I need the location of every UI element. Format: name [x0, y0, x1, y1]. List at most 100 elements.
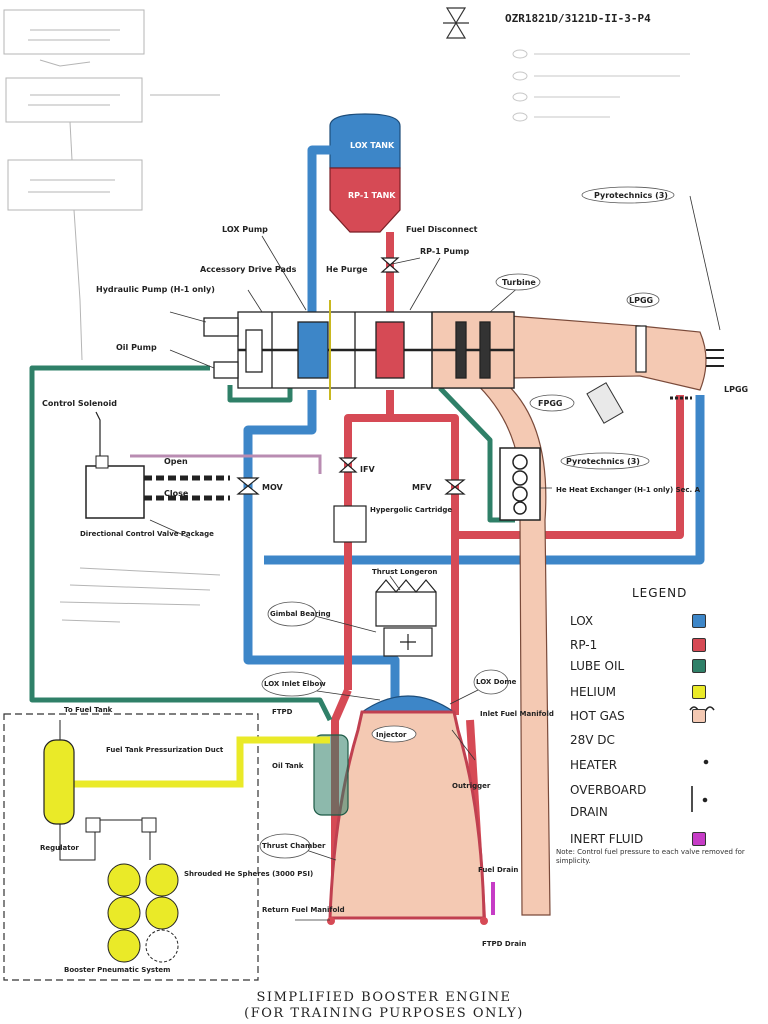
fuel-disconnect-label: Fuel Disconnect [406, 225, 478, 234]
fpgg-oval [529, 394, 575, 412]
ifv-label: IFV [360, 465, 375, 474]
fuel-tank-duct-label: Fuel Tank Pressurization Duct [106, 746, 224, 754]
he-heat-label: He Heat Exchanger (H-1 only) Sec. A [556, 486, 701, 494]
lox-inlet-label: LOX Inlet Elbow [264, 680, 326, 688]
legend-label: RP-1 [570, 638, 598, 652]
mov-valve [236, 477, 260, 495]
hypergolic-cartridge [333, 505, 367, 543]
outrigger-label: Outrigger [452, 782, 491, 790]
caption-title: SIMPLIFIED BOOSTER ENGINE [256, 990, 512, 1005]
lpgg-label: LPGG [629, 296, 653, 305]
hydraulic-label: Hydraulic Pump (H-1 only) [96, 285, 215, 294]
mov-label: MOV [262, 483, 284, 492]
legend-item: LUBE OIL [570, 657, 720, 679]
control-valve-package [85, 411, 322, 519]
open-label: Open [164, 457, 188, 466]
turbopump-assembly [203, 311, 515, 389]
propellant-tank [329, 113, 401, 233]
fpgg-label: FPGG [538, 399, 562, 408]
legend-swatch [692, 709, 706, 723]
legend-label: LUBE OIL [570, 659, 625, 673]
legend-item: OVERBOARD [570, 781, 720, 803]
lox-lines [243, 145, 705, 700]
legend-label: HOT GAS [570, 709, 625, 723]
pencil-legend [512, 49, 690, 122]
lpgg2-label: LPGG [724, 385, 748, 394]
directional-label: Directional Control Valve Package [80, 530, 214, 538]
lpgg-unit [635, 325, 724, 400]
pyro-c-oval [560, 452, 650, 470]
pencil-notes [3, 9, 221, 623]
legend-swatch [692, 832, 706, 846]
legend-item: HOT GAS [570, 707, 720, 729]
legend-label: DRAIN [570, 805, 608, 819]
inlet-fuel-label: Inlet Fuel Manifold [480, 710, 554, 718]
legend-item: DRAIN [570, 803, 720, 825]
booster-pneumatic-label: Booster Pneumatic System [64, 966, 170, 974]
pyro-c-label: Pyrotechnics (3) [566, 457, 640, 466]
accessory-label: Accessory Drive Pads [200, 265, 297, 274]
oil-tank [313, 734, 349, 816]
gimbal-oval [267, 601, 317, 627]
rp1-pump-label: RP-1 Pump [420, 247, 469, 256]
legend-label: 28V DC [570, 733, 615, 747]
lox-tank-label: LOX TANK [350, 141, 395, 150]
legend-label: HEATER [570, 758, 618, 772]
legend-label: LOX [570, 614, 594, 628]
rp1-tank-label: RP-1 TANK [348, 191, 396, 200]
legend-swatch [692, 685, 706, 699]
turbine-label: Turbine [502, 278, 536, 287]
oil-tank-label: Oil Tank [272, 762, 304, 770]
thrust-longeron-label: Thrust Longeron [372, 568, 437, 576]
thrust-chamber-oval [259, 833, 311, 859]
legend-swatch [692, 659, 706, 673]
shrouded-label: Shrouded He Spheres (3000 PSI) [184, 870, 313, 878]
turbine-oval [495, 273, 541, 291]
oil-pump-label: Oil Pump [116, 343, 157, 352]
he-heat-exchanger [499, 447, 541, 521]
injector-oval [371, 725, 417, 743]
lox-pump-label: LOX Pump [222, 225, 268, 234]
legend-swatch [692, 638, 706, 652]
fuel-disconnect-valve [380, 257, 400, 273]
gimbal-label: Gimbal Bearing [270, 610, 331, 618]
legend-label: HELIUM [570, 685, 616, 699]
close-label: Close [164, 489, 189, 498]
legend-label: OVERBOARD [570, 783, 647, 797]
pyro3-label: Pyrotechnics (3) [594, 191, 668, 200]
hourglass-emblem [443, 7, 469, 39]
legend-note: Note: Control fuel pressure to each valv… [556, 848, 745, 865]
ifv-valve [338, 457, 358, 473]
pneumatic-system [3, 713, 330, 981]
to-fuel-label: To Fuel Tank [64, 706, 113, 714]
lox-dome-label: LOX Dome [476, 678, 517, 686]
injector-label: Injector [376, 731, 407, 739]
document-id: OZR1821D/3121D-II-3-P4 [505, 12, 651, 25]
lpgg-oval [626, 292, 660, 308]
caption-subtitle: (FOR TRAINING PURPOSES ONLY) [244, 1006, 524, 1021]
ftpd-label: FTPD [272, 708, 293, 716]
ftpd-drain-label: FTPD Drain [482, 940, 526, 948]
mfv-valve [444, 479, 466, 495]
legend-item: HELIUM [570, 683, 720, 705]
legend-item: INERT FLUID [570, 830, 720, 852]
mfv-label: MFV [412, 483, 432, 492]
legend-swatch [692, 614, 706, 628]
legend-title: LEGEND [632, 586, 688, 600]
legend-item: RP-1 [570, 636, 720, 658]
lox-inlet-oval [261, 671, 323, 697]
lox-dome-oval [473, 669, 509, 695]
regulator-label: Regulator [40, 844, 79, 852]
thrust-chamber-label: Thrust Chamber [262, 842, 326, 850]
return-fuel-label: Return Fuel Manifold [262, 906, 345, 914]
drain-label: Fuel Drain [478, 866, 518, 874]
control-solenoid-label: Control Solenoid [42, 399, 117, 408]
legend-item: 28V DC [570, 731, 720, 753]
he-purge-label: He Purge [326, 265, 368, 274]
legend-item: HEATER [570, 756, 720, 778]
hypergolic-label: Hypergolic Cartridge [370, 506, 452, 514]
legend-label: INERT FLUID [570, 832, 644, 846]
pyro3-oval [581, 186, 675, 204]
legend-item: LOX [570, 612, 720, 634]
